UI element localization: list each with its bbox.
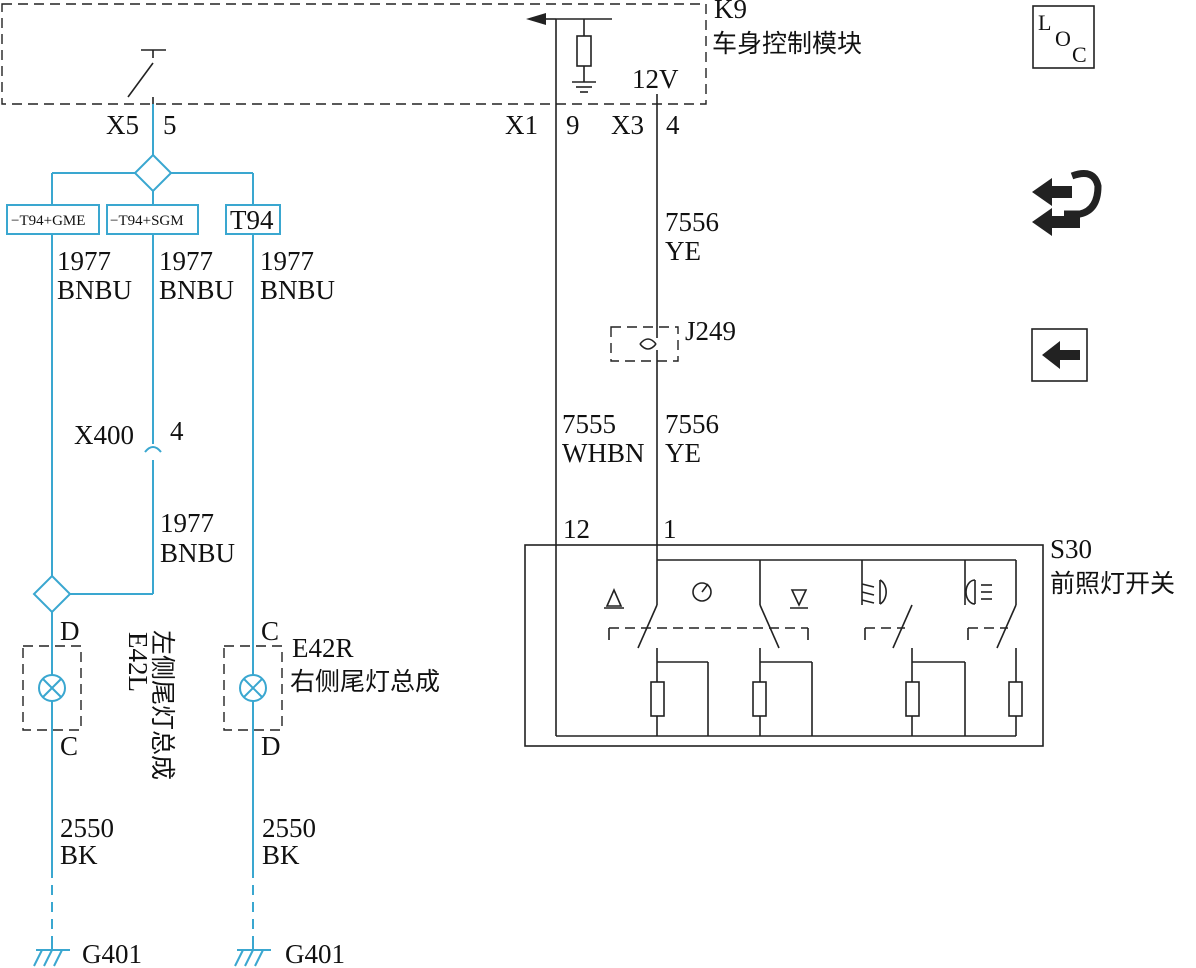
connector-x400-pin: 4: [170, 416, 184, 446]
wire-1977-a: 1977: [57, 246, 111, 276]
e42r-pin-bottom: D: [261, 731, 281, 761]
s30-name: 前照灯开关: [1050, 569, 1175, 598]
headlamp-switch-wiring: [555, 104, 679, 545]
connector-x1: X1: [505, 110, 538, 140]
wire-ye-top: YE: [665, 236, 701, 266]
ground-right-icon: [234, 944, 271, 967]
e42l-id: E42L: [123, 632, 153, 692]
wire-7556-top: 7556: [665, 207, 719, 237]
loc-icon: L O C: [1032, 5, 1095, 69]
auto-lamp-icon: [692, 582, 712, 602]
wire-1977-b: 1977: [159, 246, 213, 276]
wire-bnbu-a: BNBU: [57, 275, 132, 305]
off-icon: [604, 588, 624, 609]
connector-x3-pin: 4: [666, 110, 680, 140]
svg-text:C: C: [1072, 42, 1087, 67]
wire-7556-bottom: 7556: [665, 409, 719, 439]
wire-bk-left: BK: [60, 840, 98, 870]
wire-bnbu-d: BNBU: [160, 538, 235, 568]
connector-tools-icon: [1032, 170, 1102, 236]
tail-lamp-wiring: [6, 104, 283, 944]
e42r-name: 右侧尾灯总成: [290, 667, 440, 696]
wire-1977-c: 1977: [260, 246, 314, 276]
wire-2550-left: 2550: [60, 813, 114, 843]
e42l-pin-bottom: C: [60, 731, 78, 761]
option-sgm: −T94+SGM: [110, 213, 184, 229]
wire-7555: 7555: [562, 409, 616, 439]
e42l-name: 左侧尾灯总成: [148, 630, 177, 780]
wire-bnbu-c: BNBU: [260, 275, 335, 305]
connector-x5: X5: [106, 110, 139, 140]
connector-x1-pin: 9: [566, 110, 580, 140]
s30-id: S30: [1050, 534, 1092, 564]
wire-bk-right: BK: [262, 840, 300, 870]
svg-text:O: O: [1055, 26, 1071, 51]
back-arrow-icon[interactable]: [1031, 328, 1088, 382]
wire-1977-d: 1977: [160, 508, 214, 538]
connector-x5-pin: 5: [163, 110, 177, 140]
k9-name: 车身控制模块: [712, 29, 862, 58]
svg-text:L: L: [1038, 10, 1051, 35]
j249-label: J249: [685, 316, 736, 346]
fog-lamp-icon: [965, 579, 992, 605]
s30-switch: [524, 544, 1044, 747]
parking-lamp-icon: [790, 589, 808, 609]
k9-voltage: 12V: [632, 64, 679, 94]
connector-x400: X400: [74, 420, 134, 450]
ground-right-label: G401: [285, 939, 345, 968]
k9-module: K9 车身控制模块 12V: [1, 0, 862, 105]
ground-left-icon: [33, 944, 70, 967]
low-beam-icon: [861, 579, 887, 605]
wire-2550-right: 2550: [262, 813, 316, 843]
connector-x3: X3: [611, 110, 644, 140]
e42l-pin-top: D: [60, 616, 80, 646]
wire-bnbu-b: BNBU: [159, 275, 234, 305]
k9-id: K9: [714, 0, 747, 24]
s30-pin-b: 1: [663, 514, 677, 544]
ground-left-label: G401: [82, 939, 142, 968]
option-gme: −T94+GME: [11, 213, 85, 229]
s30-pin-a: 12: [563, 514, 590, 544]
wire-ye-bottom: YE: [665, 438, 701, 468]
wire-whbn: WHBN: [562, 438, 645, 468]
e42r-pin-top: C: [261, 616, 279, 646]
e42r-id: E42R: [292, 633, 354, 663]
option-t94: T94: [230, 205, 274, 235]
